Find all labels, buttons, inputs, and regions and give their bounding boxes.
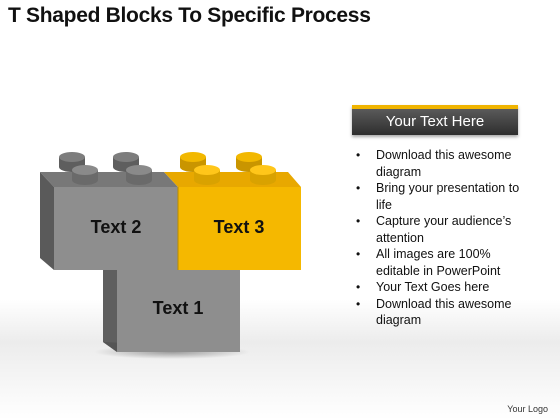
block-3-label: Text 3 <box>214 217 265 237</box>
list-item: • Bring your presentation to life <box>352 180 532 213</box>
bullet-icon: • <box>356 280 361 294</box>
block-1-label: Text 1 <box>153 298 204 318</box>
bullet-text: Bring your presentation to life <box>376 181 520 212</box>
block-3-face <box>178 187 301 270</box>
block-text-1[interactable]: Text 1 <box>103 270 240 352</box>
background-floor <box>0 300 560 420</box>
list-item: • Download this awesome diagram <box>352 147 532 180</box>
block-2-face <box>54 187 178 270</box>
bullet-icon: • <box>356 247 361 261</box>
block-text-2[interactable]: Text 2 <box>40 152 178 270</box>
stud <box>250 165 276 185</box>
stud <box>59 152 85 172</box>
block-2-studs <box>59 152 152 185</box>
list-item: • All images are 100% editable in PowerPo… <box>352 246 532 279</box>
list-item: • Capture your audience’s attention <box>352 213 532 246</box>
bullet-text: Download this awesome diagram <box>376 148 512 179</box>
block-text-3[interactable]: Text 3 <box>164 152 301 270</box>
bullet-icon: • <box>356 148 361 162</box>
block-1-side <box>103 270 117 352</box>
bullet-list: • Download this awesome diagram • Bring yo… <box>352 147 532 329</box>
bullet-icon: • <box>356 296 361 311</box>
panel-header: Your Text Here <box>352 105 518 135</box>
block-3-top <box>164 172 301 187</box>
text-panel: Your Text Here • Download this awesome di… <box>352 105 519 329</box>
stud <box>72 165 98 185</box>
block-1-face <box>117 270 240 352</box>
bullet-icon: • <box>356 181 361 195</box>
list-item: • Your Text Goes here <box>352 279 532 296</box>
bullet-text: Your Text Goes here <box>376 280 490 294</box>
stud <box>126 165 152 185</box>
slide-title: T Shaped Blocks To Specific Process <box>8 4 371 27</box>
block-2-side <box>40 172 54 270</box>
block-2-label: Text 2 <box>91 217 142 237</box>
bullet-text: Download this awesome diagram <box>376 296 512 328</box>
bullet-icon: • <box>356 214 361 228</box>
logo-text: Your Logo <box>507 404 548 414</box>
bullet-text: Capture your audience’s attention <box>376 214 512 245</box>
block-2-top <box>40 172 178 187</box>
block-3-studs <box>180 152 276 185</box>
stud <box>194 165 220 185</box>
bullet-text: All images are 100% editable in PowerPoi… <box>376 247 501 278</box>
list-item: • Download this awesome diagram <box>352 296 532 329</box>
